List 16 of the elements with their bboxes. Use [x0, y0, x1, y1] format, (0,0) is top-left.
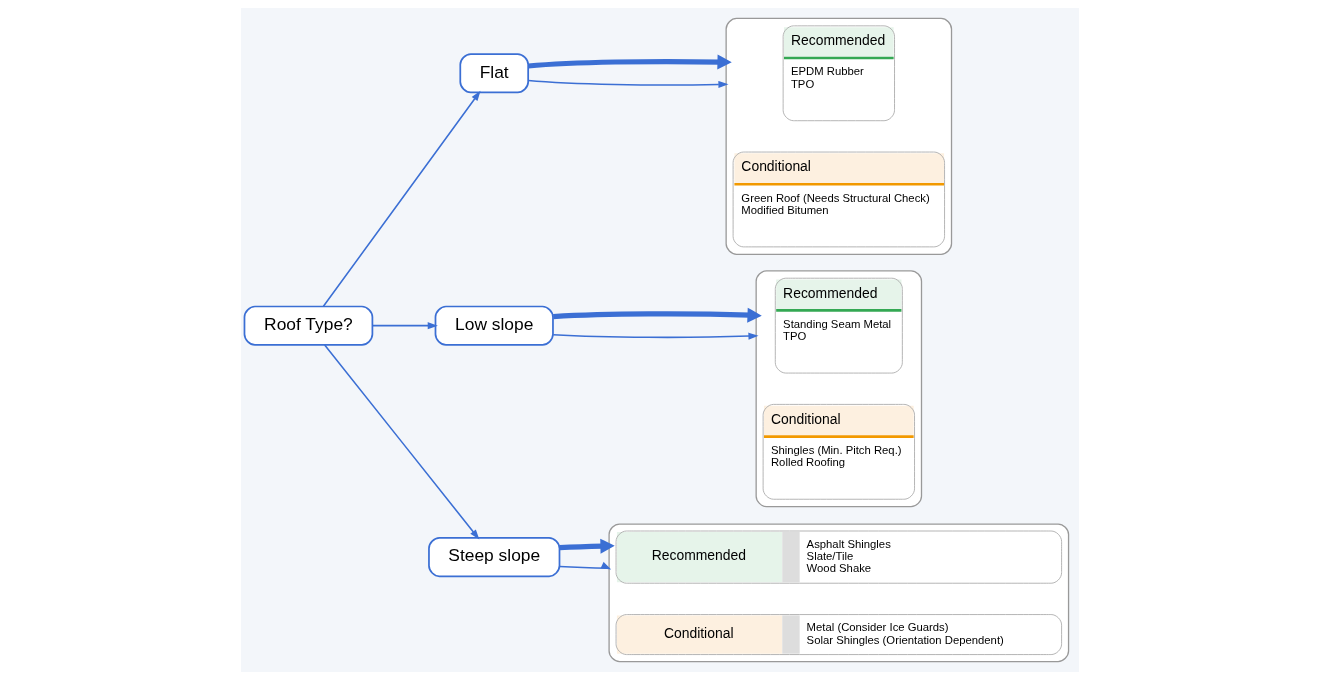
arrow: [371, 322, 438, 330]
arrow: [552, 332, 759, 340]
arrow: [322, 90, 481, 308]
cluster: [755, 270, 923, 508]
arrow: [528, 54, 732, 70]
cluster: [725, 17, 953, 255]
node-box: Low slope: [434, 305, 554, 346]
node-box: Steep slope: [428, 537, 561, 578]
node-box: Flat: [459, 53, 530, 94]
arrow: [558, 561, 612, 570]
arrow: [527, 79, 729, 89]
arrow: [559, 538, 615, 554]
arrow: [553, 307, 762, 323]
node-box: Roof Type?: [243, 305, 374, 346]
cluster: [608, 523, 1070, 663]
arrow: [323, 344, 480, 540]
